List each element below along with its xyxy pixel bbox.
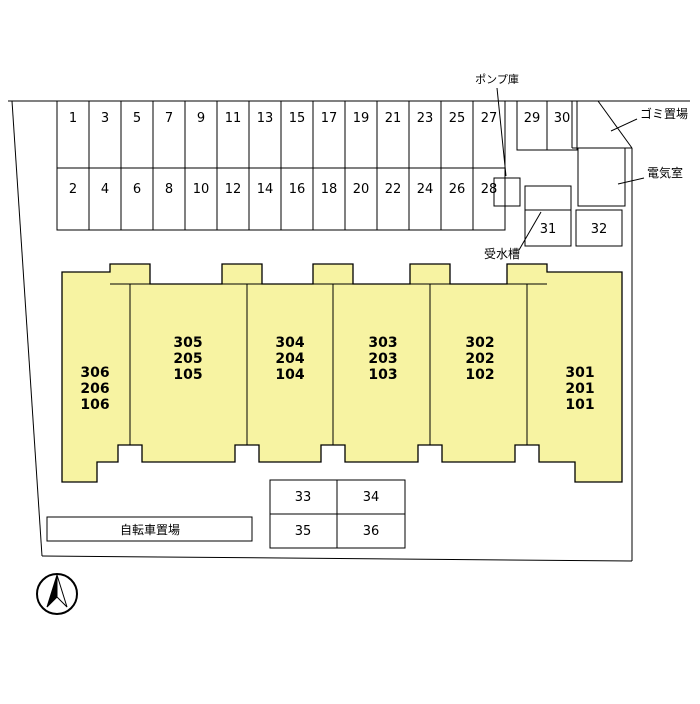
unit-number: 305 [173, 335, 202, 351]
garbage-leader-line [610, 118, 638, 132]
bicycle-parking-box [46, 516, 253, 542]
parking-stall-number: 32 [591, 222, 608, 237]
parking-stall-number: 21 [385, 111, 402, 126]
parking-stall-number: 23 [417, 111, 434, 126]
unit-number: 201 [565, 381, 594, 397]
unit-number: 103 [368, 367, 397, 383]
parking-stall-number: 31 [540, 222, 557, 237]
parking-stall-number: 10 [193, 182, 210, 197]
parking-stall-32-box [575, 209, 623, 247]
unit-number: 106 [80, 397, 109, 413]
parking-stall-number: 30 [554, 111, 571, 126]
parking-stall-number: 18 [321, 182, 338, 197]
parking-stall-number: 33 [295, 490, 312, 505]
garbage-label: ゴミ置場 [640, 106, 688, 121]
parking-stall-number: 16 [289, 182, 306, 197]
parking-stall-number: 25 [449, 111, 466, 126]
site-boundary-left [11, 100, 43, 557]
parking-stall-number: 4 [101, 182, 109, 197]
bicycle-parking-label: 自転車置場 [120, 523, 180, 537]
unit-number: 303 [368, 335, 397, 351]
water-tank-label: 受水槽 [484, 247, 520, 261]
parking-stall-number: 14 [257, 182, 274, 197]
parking-stall-number: 13 [257, 111, 274, 126]
unit-number: 206 [80, 381, 109, 397]
water-tank-box [524, 185, 572, 211]
parking-stall-number: 5 [133, 111, 141, 126]
parking-stall-number: 2 [69, 182, 77, 197]
unit-number: 101 [565, 397, 594, 413]
parking-stall-number: 28 [481, 182, 498, 197]
compass-north-icon [36, 573, 78, 615]
pump-room-box [493, 177, 521, 207]
electric-room-label: 電気室 [647, 165, 683, 180]
parking-stall-number: 22 [385, 182, 402, 197]
electric-room-box [577, 147, 626, 207]
parking-stall-number: 27 [481, 111, 498, 126]
water-tank-leader-line [518, 211, 542, 251]
unit-number: 203 [368, 351, 397, 367]
unit-number: 301 [565, 365, 594, 381]
parking-stall-number: 36 [363, 524, 380, 539]
parking-stall-number: 29 [524, 111, 541, 126]
unit-number: 105 [173, 367, 202, 383]
parking-row-top-dividers [88, 101, 474, 168]
parking-stall-number: 7 [165, 111, 173, 126]
unit-number: 304 [275, 335, 304, 351]
parking-stall-number: 8 [165, 182, 173, 197]
parking-stall-number: 1 [69, 111, 77, 126]
unit-number: 306 [80, 365, 109, 381]
parking-stall-number: 35 [295, 524, 312, 539]
unit-number: 202 [465, 351, 494, 367]
unit-number: 205 [173, 351, 202, 367]
parking-stall-31-box [524, 209, 572, 247]
parking-stall-number: 26 [449, 182, 466, 197]
building-unit-divider-lines [129, 284, 528, 445]
pump-room-label: ポンプ庫 [475, 72, 519, 86]
parking-stall-number: 3 [101, 111, 109, 126]
unit-number: 302 [465, 335, 494, 351]
pump-room-leader-line [496, 87, 507, 177]
parking-stall-number: 24 [417, 182, 434, 197]
parking-stall-number: 34 [363, 490, 380, 505]
building-outline [61, 263, 623, 483]
parking-stall-number: 17 [321, 111, 338, 126]
parking-stall-number: 19 [353, 111, 370, 126]
electric-room-leader-line [617, 177, 645, 185]
parking-stall-number: 9 [197, 111, 205, 126]
unit-number: 104 [275, 367, 304, 383]
site-corner-diagonal [597, 100, 633, 149]
unit-number: 204 [275, 351, 304, 367]
parking-row-bottom-dividers [88, 168, 474, 230]
parking-stall-number: 6 [133, 182, 141, 197]
parking-stall-number: 11 [225, 111, 242, 126]
site-boundary-bottom [41, 555, 633, 562]
parking-stall-number: 20 [353, 182, 370, 197]
unit-number: 102 [465, 367, 494, 383]
parking-stall-number: 15 [289, 111, 306, 126]
parking-stall-number: 12 [225, 182, 242, 197]
